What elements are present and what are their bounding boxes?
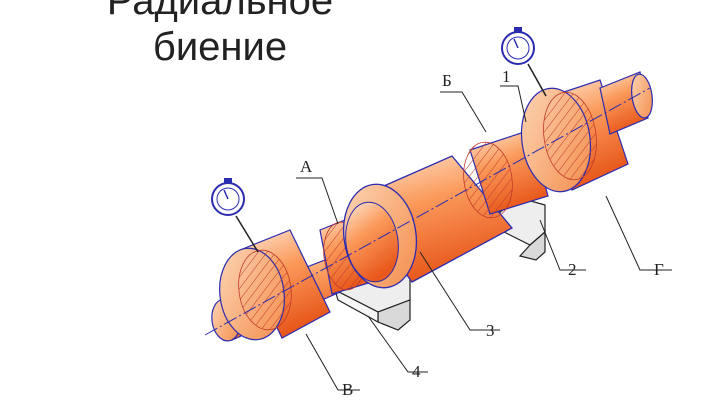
title-line-2: биение [152, 25, 288, 69]
label-v: В [342, 380, 353, 399]
leader-lines [296, 85, 672, 391]
shaft-axis-line [204, 87, 651, 336]
label-3: 3 [486, 321, 495, 340]
label-2: 2 [568, 260, 577, 279]
label-a: А [300, 157, 313, 176]
shaft-right-journal [599, 71, 653, 135]
slide-title: Радиальное биение [0, 0, 440, 70]
surface-v-left-ring [219, 229, 331, 341]
label-1: 1 [502, 67, 511, 86]
dial-indicator-left [211, 178, 259, 253]
label-4: 4 [412, 362, 421, 381]
title-line-1: Радиальное [106, 0, 334, 23]
dial-indicator-right [501, 27, 547, 97]
label-g: Г [654, 260, 664, 279]
v-block-right [499, 197, 546, 261]
label-b: Б [442, 71, 452, 90]
